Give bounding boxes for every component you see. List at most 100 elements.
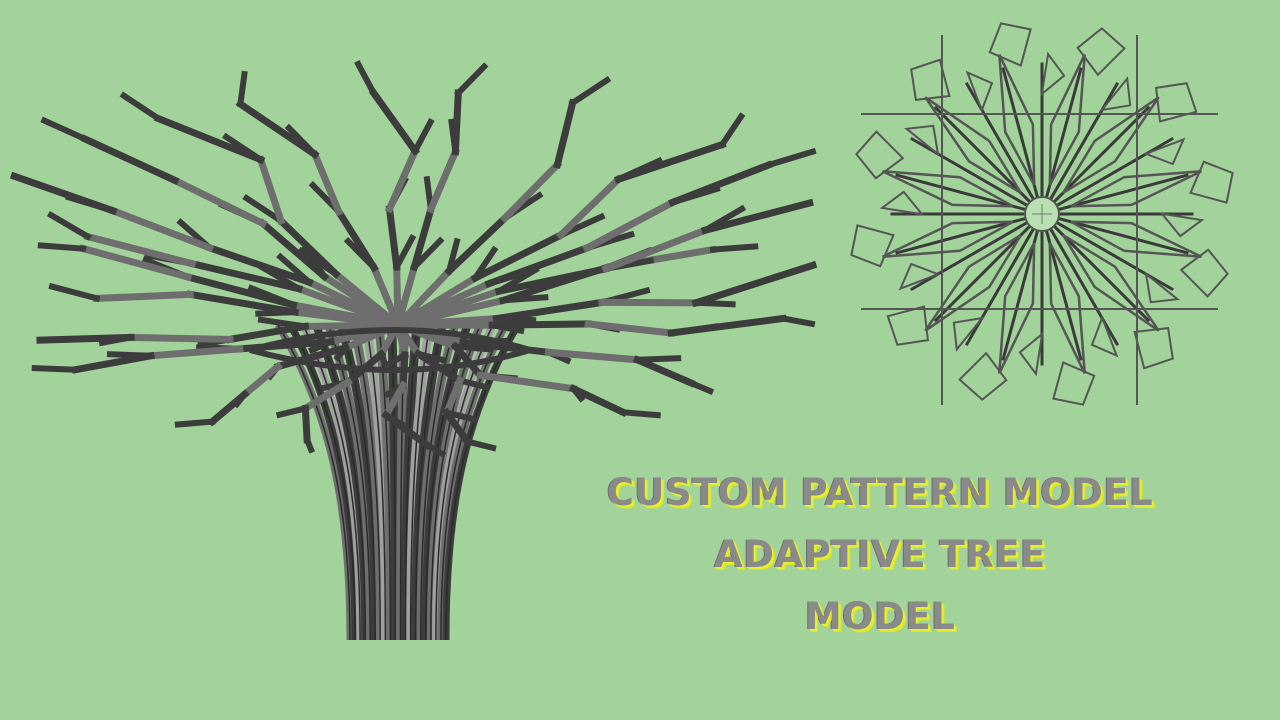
canopy-member [170, 175, 268, 229]
canopy-member [476, 371, 578, 393]
canopy-branch [174, 418, 216, 428]
title-line-3: MODEL [804, 595, 956, 638]
tree-canopy [9, 60, 818, 458]
plan-spoke [1052, 105, 1151, 204]
canopy-branch [242, 193, 286, 226]
canopy-branch [456, 376, 490, 391]
canopy-member [426, 147, 460, 214]
plan-spoke [910, 220, 1029, 292]
canopy-member [276, 215, 341, 279]
trunk-member-edge [435, 324, 494, 641]
canopy-member [499, 159, 563, 224]
canopy-branch [687, 379, 715, 396]
trunk-member-edge [315, 324, 366, 641]
plan-leaf [882, 170, 1014, 208]
canopy-member [310, 149, 344, 217]
plan-cell [1076, 27, 1126, 77]
canopy-member [700, 198, 814, 235]
canopy-member [667, 314, 787, 337]
plan-cell [855, 130, 905, 180]
canopy-member [451, 89, 462, 156]
canopy-member [555, 174, 624, 241]
plan-cell [898, 262, 942, 291]
canopy-member [205, 243, 314, 287]
canopy-branch [119, 91, 163, 123]
canopy-branch [237, 70, 248, 108]
canopy-member [393, 262, 419, 330]
plan-cell [910, 58, 951, 102]
plan-cell [879, 190, 925, 216]
canopy-member [127, 333, 234, 343]
trunk-member-edge [425, 324, 469, 641]
plan-cell [1159, 212, 1205, 238]
plan-spoke [910, 136, 1029, 208]
canopy-member [188, 259, 304, 293]
plan-leaf [924, 96, 1022, 194]
canopy-member [450, 341, 486, 381]
canopy-branch [48, 282, 101, 303]
canopy-branch [463, 437, 497, 452]
canopy-member [368, 88, 420, 156]
canopy-branch [31, 364, 79, 373]
canopy-branch [275, 404, 310, 419]
adaptive-tree-3d-model [9, 60, 818, 641]
trunk-member-edge [390, 324, 397, 641]
canopy-branch [46, 210, 92, 241]
canopy-member [442, 376, 465, 418]
canopy-member [108, 206, 215, 253]
canopy-branch [718, 112, 746, 149]
canopy-member [147, 345, 244, 360]
plan-leaf [1062, 234, 1160, 332]
canopy-member [632, 355, 696, 388]
plan-spoke [1044, 67, 1083, 199]
plan-spoke [1048, 82, 1120, 201]
plan-cell [850, 224, 895, 268]
canopy-member [83, 232, 197, 268]
plan-leaf [998, 54, 1036, 186]
canopy-member [153, 113, 266, 165]
plan-leaf [1070, 220, 1202, 258]
plan-spoke [1001, 229, 1040, 361]
plan-leaf [1070, 170, 1202, 208]
plan-spoke [895, 173, 1027, 212]
plan-cell [1052, 361, 1096, 406]
plan-leaf [1062, 96, 1160, 194]
canopy-member [584, 320, 676, 337]
canopy-member [235, 99, 320, 160]
canopy-member [385, 204, 401, 271]
canopy-member [613, 140, 727, 184]
canopy-member [80, 134, 180, 186]
title-block: CUSTOM PATTERN MODEL ADAPTIVE TREE MODEL [600, 462, 1160, 648]
canopy-branch [709, 243, 759, 253]
plan-spoke [1048, 227, 1120, 346]
canopy-member [601, 225, 710, 274]
canopy-branch [452, 343, 494, 353]
plan-cell [1090, 314, 1119, 358]
canopy-member [381, 380, 408, 420]
canopy-member [273, 343, 350, 371]
plan-spoke [1057, 173, 1189, 212]
plan-spoke [1055, 136, 1174, 208]
plan-cell [1133, 326, 1174, 370]
canopy-member [183, 272, 298, 310]
canopy-branch [354, 60, 378, 97]
plan-cell [965, 70, 994, 114]
canopy-member [544, 348, 642, 364]
canopy-member [582, 197, 678, 253]
title-line-2: ADAPTIVE TREE [714, 533, 1046, 576]
plan-spoke [1044, 229, 1083, 361]
trunk-member-edge [353, 324, 382, 641]
canopy-member [409, 204, 436, 272]
radial-pattern-plan-view [850, 22, 1234, 406]
plan-spoke [964, 82, 1036, 201]
plan-spoke [1052, 224, 1151, 323]
plan-leaf [998, 242, 1036, 374]
plan-cell [1179, 248, 1229, 298]
canopy-branch [40, 116, 90, 143]
plan-spoke [933, 105, 1032, 204]
canopy-member [444, 213, 510, 277]
plan-cell [1040, 51, 1066, 97]
plan-cell [958, 351, 1008, 401]
canopy-member [225, 322, 310, 344]
